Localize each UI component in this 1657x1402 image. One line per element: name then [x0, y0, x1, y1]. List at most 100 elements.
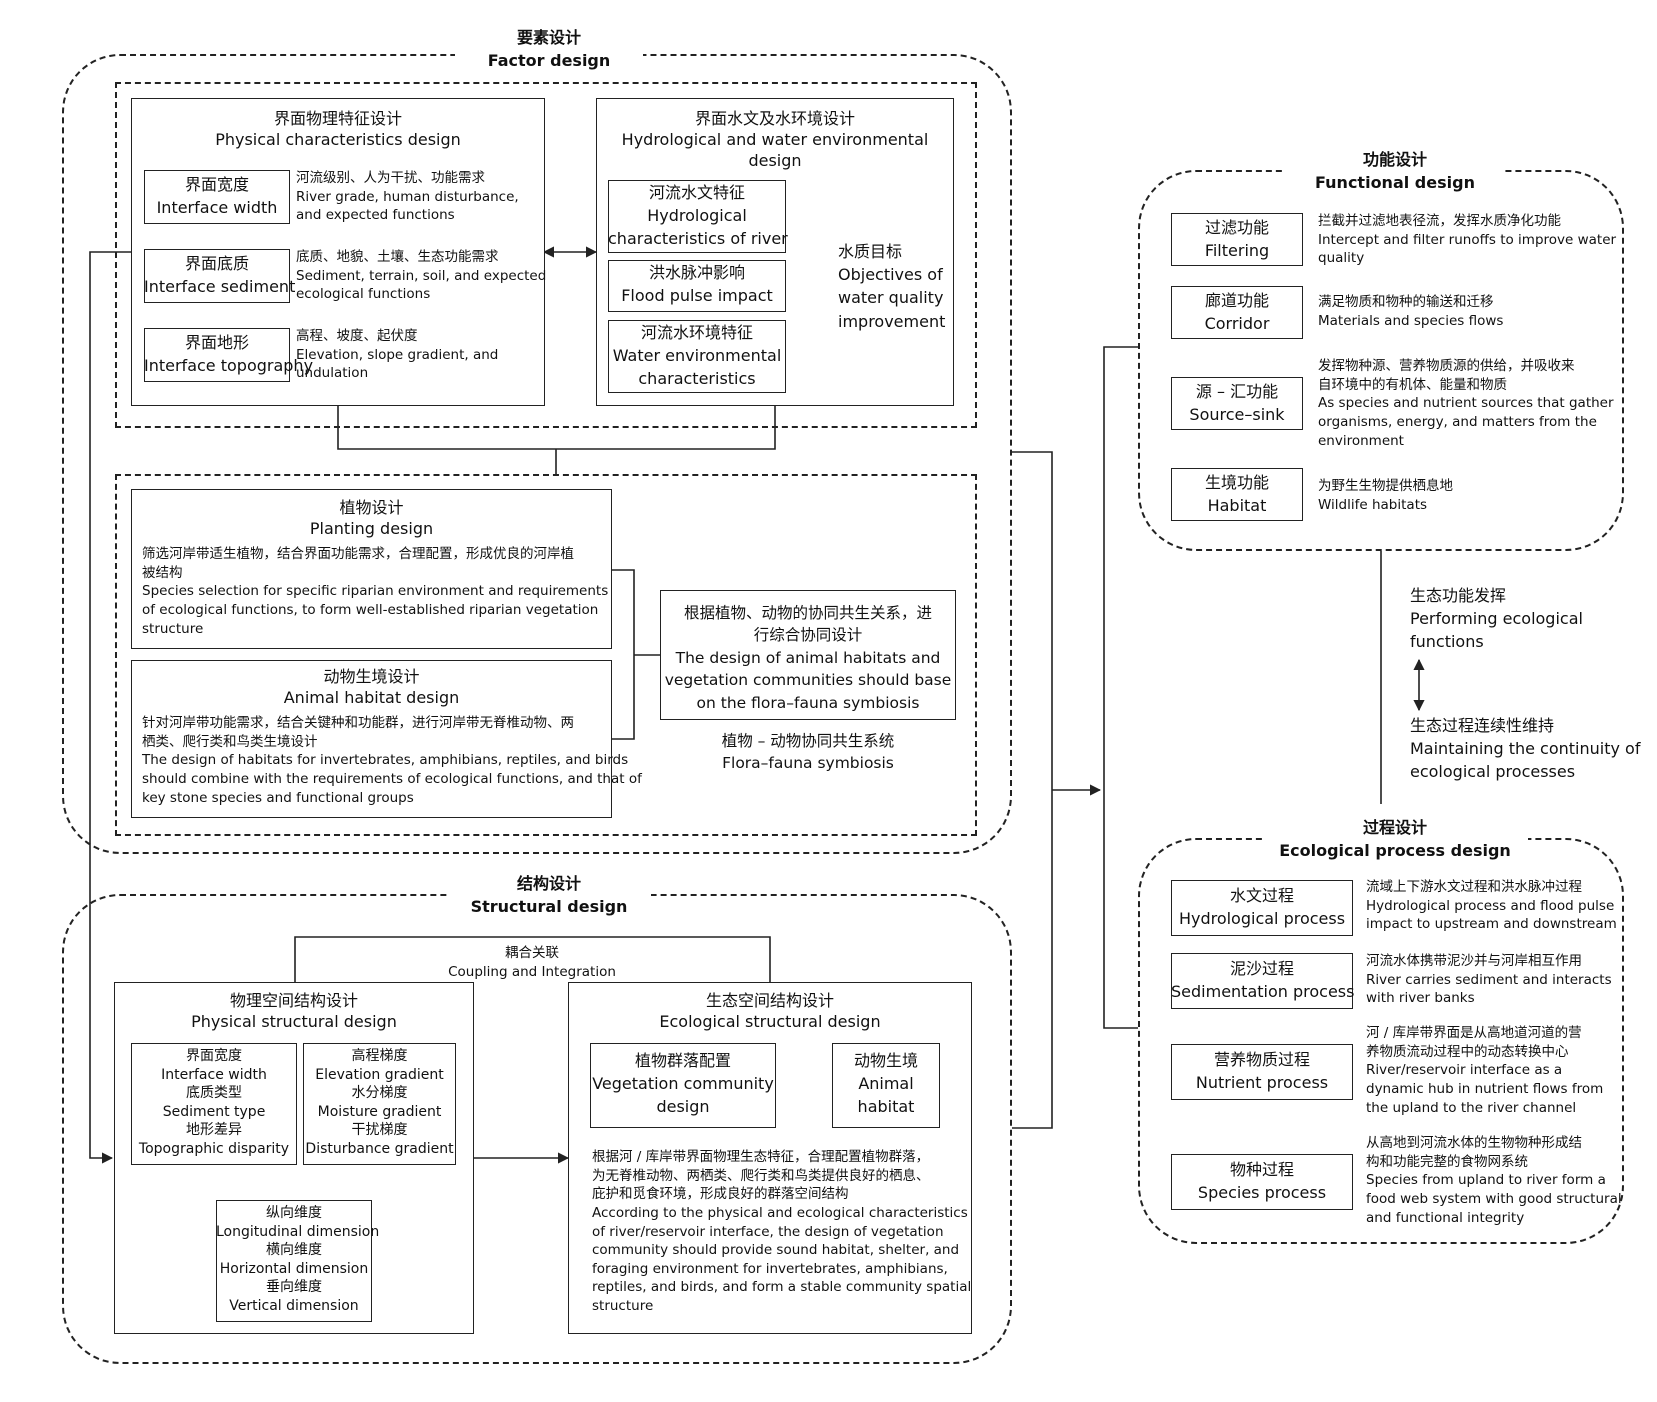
label-zh: 水文过程 [1229, 886, 1294, 905]
list-item: Interface width [161, 1066, 267, 1083]
process-design-title: 过程设计 Ecological process design [1262, 816, 1528, 863]
label-zh: 过滤功能 [1204, 218, 1269, 237]
coupling-en: Coupling and Integration [448, 963, 616, 980]
phys-struct-title-zh: 物理空间结构设计 [229, 991, 358, 1010]
desc-zh: 河 / 库岸带界面是从高地道河道的营 [1366, 1025, 1582, 1041]
label-en: Flood pulse impact [621, 286, 773, 306]
label-en: Interface sediment [144, 277, 296, 297]
link-zh: 生态过程连续性维持 [1410, 716, 1555, 735]
structural-design-title: 结构设计 Structural design [447, 872, 651, 919]
animal-habitat-label: 动物生境 Animal habitat [832, 1049, 940, 1119]
desc-en: structure [592, 1298, 654, 1314]
desc-en: Species from upland to river form a [1366, 1172, 1606, 1189]
label-zh: 植物群落配置 [634, 1051, 731, 1070]
symbiosis-text: 根据植物、动物的协同共生关系，进 行综合协同设计 The design of a… [660, 602, 956, 714]
flood-pulse-box [608, 260, 786, 312]
label-en: characteristics [638, 369, 756, 389]
objective-en: Objectives of [838, 265, 943, 285]
symbiosis-box [660, 590, 956, 720]
desc-en: As species and nutrient sources that gat… [1318, 395, 1614, 412]
label-zh: 物种过程 [1229, 1160, 1294, 1179]
water-quality-objectives: 水质目标 Objectives of water quality improve… [838, 240, 945, 333]
label-zh: 河流水文特征 [648, 183, 745, 202]
filtering-label: 过滤功能 Filtering [1171, 216, 1303, 262]
desc-zh: 构和功能完整的食物网系统 [1366, 1153, 1528, 1170]
planting-title-en: Planting design [309, 519, 434, 539]
desc-en: the upland to the river channel [1366, 1099, 1577, 1116]
factor-top-dashed-box [115, 82, 977, 428]
functional-design-title: 功能设计 Functional design [1285, 148, 1505, 195]
symbiosis-en: on the flora–fauna symbiosis [696, 693, 920, 712]
desc-zh: 河流水体携带泥沙并与河岸相互作用 [1366, 953, 1582, 969]
label-zh: 洪水脉冲影响 [648, 263, 745, 282]
list-item: 横向维度 [266, 1242, 322, 1259]
desc-en: Sediment, terrain, soil, and expected [296, 267, 547, 284]
source-sink-label: 源 – 汇功能 Source–sink [1171, 380, 1303, 426]
desc-zh: 根据河 / 库岸带界面物理生态特征，合理配置植物群落， [592, 1149, 930, 1165]
physical-right-box [303, 1043, 456, 1165]
connector-left-loop [89, 251, 132, 1164]
desc-zh: 发挥物种源、营养物质源的供给，并吸收来 [1318, 358, 1575, 374]
objective-zh: 水质目标 [838, 242, 903, 261]
desc-zh: 流域上下游水文过程和洪水脉冲过程 [1366, 879, 1582, 895]
process-title-zh: 过程设计 [1362, 818, 1427, 837]
link-en: Performing ecological [1410, 609, 1583, 629]
label-zh: 廊道功能 [1204, 291, 1269, 310]
hydrological-process-box [1171, 880, 1353, 936]
habitat-box [1171, 468, 1303, 521]
eco-struct-title-en: Ecological structural design [659, 1012, 881, 1032]
label-en: design [656, 1097, 710, 1117]
desc-en: quality [1318, 250, 1365, 267]
physical-left-list: 界面宽度 Interface width 底质类型 Sediment type … [131, 1047, 297, 1159]
coupling-zh: 耦合关联 [505, 945, 559, 961]
link-en: Maintaining the continuity of [1410, 739, 1641, 759]
label-zh: 动物生境 [853, 1051, 918, 1070]
desc-en: should combine with the requirements of … [142, 770, 642, 787]
physical-title-en: Physical characteristics design [215, 130, 461, 150]
list-item: 垂向维度 [266, 1279, 322, 1296]
list-item: 地形差异 [186, 1122, 242, 1139]
link-en: ecological processes [1410, 762, 1576, 782]
planting-design-desc: 筛选河岸带适生植物，结合界面功能需求，合理配置，形成优良的河岸植 被结构 Spe… [142, 545, 608, 638]
interface-topography-desc: 高程、坡度、起伏度 Elevation, slope gradient, and… [296, 327, 498, 383]
label-en: Habitat [1207, 496, 1267, 516]
performing-functions-label: 生态功能发挥 Performing ecological functions [1410, 584, 1583, 654]
filtering-desc: 拦截并过滤地表径流，发挥水质净化功能 Intercept and filter … [1318, 212, 1616, 268]
functional-title-en: Functional design [1315, 173, 1475, 193]
label-en: characteristics of river [608, 229, 788, 249]
animal-habitat-design-title: 动物生境设计 Animal habitat design [131, 666, 612, 708]
hydrological-design-title: 界面水文及水环境设计 Hydrological and water enviro… [596, 108, 954, 171]
dimensions-list: 纵向维度 Longitudinal dimension 横向维度 Horizon… [216, 1204, 379, 1316]
label-en: Interface topography [144, 356, 314, 376]
hydro-title-zh: 界面水文及水环境设计 [694, 109, 855, 128]
label-zh: 营养物质过程 [1213, 1050, 1310, 1069]
flood-pulse-label: 洪水脉冲影响 Flood pulse impact [608, 261, 786, 307]
label-en: Hydrological [647, 206, 747, 226]
list-item: 界面宽度 [186, 1048, 242, 1064]
desc-zh: 筛选河岸带适生植物，结合界面功能需求，合理配置，形成优良的河岸植 [142, 546, 574, 562]
connector-right-split [1103, 346, 1138, 1029]
list-item: Disturbance gradient [305, 1141, 454, 1158]
desc-en: impact to upstream and downstream [1366, 916, 1617, 933]
interface-width-box [144, 170, 290, 224]
hydrological-process-desc: 流域上下游水文过程和洪水脉冲过程 Hydrological process an… [1366, 878, 1617, 934]
link-zh: 生态功能发挥 [1410, 586, 1507, 605]
process-title-en: Ecological process design [1279, 841, 1511, 861]
animal-habitat-design-box [131, 660, 612, 818]
coupling-label: 耦合关联 Coupling and Integration [432, 944, 632, 982]
habitat-label: 生境功能 Habitat [1171, 471, 1303, 517]
desc-en: River/reservoir interface as a [1366, 1062, 1563, 1079]
list-item: Horizontal dimension [219, 1260, 369, 1277]
corridor-desc: 满足物质和物种的输送和迁移 Materials and species flow… [1318, 293, 1503, 330]
list-item: Topographic disparity [138, 1141, 290, 1158]
ecological-structural-title: 生态空间结构设计 Ecological structural design [568, 990, 972, 1032]
label-en: Vegetation community [592, 1074, 774, 1094]
desc-zh: 高程、坡度、起伏度 [296, 328, 418, 344]
maintaining-continuity-label: 生态过程连续性维持 Maintaining the continuity of … [1410, 714, 1640, 784]
label-zh: 源 – 汇功能 [1195, 382, 1279, 401]
label-en: Nutrient process [1195, 1073, 1329, 1093]
desc-en: food web system with good structural [1366, 1190, 1622, 1207]
eco-struct-title-zh: 生态空间结构设计 [705, 991, 834, 1010]
factor-title-zh: 要素设计 [516, 28, 581, 47]
objective-en: improvement [838, 311, 946, 331]
